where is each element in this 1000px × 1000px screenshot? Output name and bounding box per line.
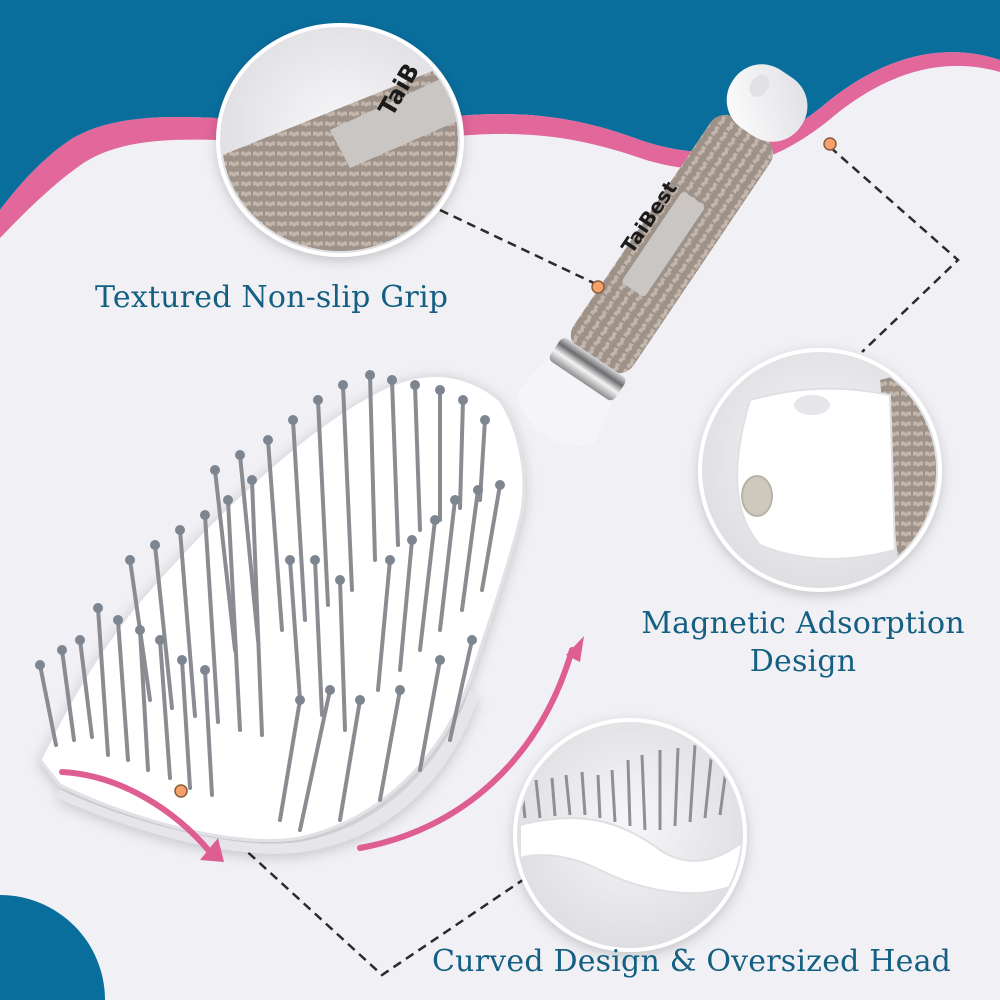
blue-wave [0, 0, 1000, 210]
arrow-head-left [200, 838, 224, 862]
callout-lines [181, 146, 960, 977]
curve-arrows [59, 647, 575, 855]
curve-detail-circle [513, 718, 747, 952]
pink-wave-band [0, 52, 1000, 239]
feature-label-grip: Textured Non-slip Grip [95, 280, 449, 315]
magnet-detail-circle [698, 348, 942, 592]
feature-label-curve: Curved Design & Oversized Head [432, 944, 952, 979]
arrow-head-right [566, 636, 584, 662]
callout-dots [174, 137, 837, 798]
grip-detail-circle [216, 23, 464, 257]
bristles [38, 373, 502, 832]
blue-corner-circle [0, 895, 105, 1000]
bristle-tips [35, 370, 505, 705]
feature-label-magnet: Magnetic Adsorption Design [633, 605, 973, 681]
brush-handle [516, 64, 808, 446]
feature-label-magnet-line1: Magnetic Adsorption [641, 606, 965, 641]
feature-label-magnet-line2: Design [749, 644, 857, 679]
